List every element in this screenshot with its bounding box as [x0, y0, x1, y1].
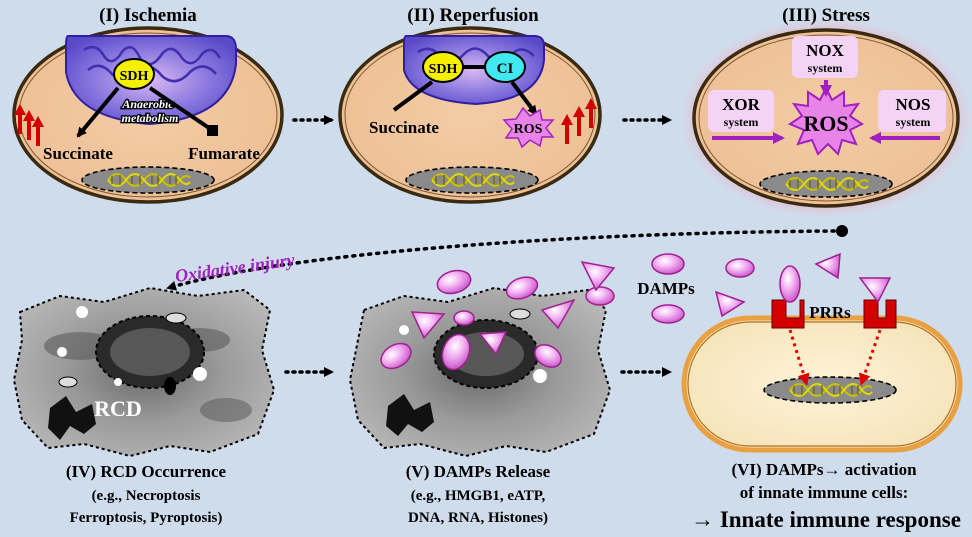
- sdh-label: SDH: [120, 69, 149, 84]
- dna-nucleus-stress: [759, 170, 893, 198]
- panel-damps-release: DAMPs (V) DAMPs Release (e.g., HMGB1, eA…: [348, 252, 841, 526]
- nos-sub: system: [896, 115, 931, 129]
- prr-receptor-left: [771, 299, 805, 329]
- damp-particle: [651, 304, 685, 324]
- arrow-sdh-to-succinate: [76, 86, 120, 138]
- panel-reperfusion: (II) Reperfusion SDH CI Succinate ROS: [338, 5, 602, 204]
- damp-particle: [585, 286, 615, 306]
- rcd-caption-line2: (e.g., Necroptosis: [92, 488, 201, 504]
- bound-damp-triangle: [858, 277, 892, 304]
- damp-particle: [505, 276, 539, 300]
- damp-triangle: [540, 298, 576, 330]
- ci-label: CI: [497, 61, 514, 77]
- signal-arrow-right: [858, 329, 882, 386]
- damp-particle: [534, 344, 562, 368]
- dna-nucleus-immune: [763, 376, 897, 404]
- immune-caption-line3: → Innate immune response: [691, 507, 961, 532]
- debris: [48, 396, 96, 440]
- sdh-enzyme: [113, 58, 155, 90]
- nos-label: NOS: [896, 95, 931, 114]
- panel-rcd: RCD (IV) RCD Occurrence (e.g., Necroptos…: [12, 286, 276, 526]
- damp-particle: [436, 269, 472, 295]
- damps-caption-line2: (e.g., HMGB1, eATP,: [411, 488, 546, 504]
- line-sdh-succinate: [392, 80, 434, 112]
- damps-label: DAMPs: [637, 279, 695, 298]
- damp-triangle: [714, 290, 746, 318]
- xor-box: [708, 90, 774, 132]
- succinate-label-reperfusion: Succinate: [369, 118, 439, 137]
- ros-burst-3: [787, 85, 864, 156]
- rcd-caption-line3: Ferroptosis, Pyroptosis): [70, 510, 223, 526]
- ros-label-3: ROS: [803, 111, 848, 136]
- nox-sub: system: [808, 61, 843, 75]
- metabolism-line1: Anaerobic: [121, 97, 174, 111]
- damp-particle: [725, 258, 755, 278]
- panel-title-ischemia: (I) Ischemia: [99, 5, 197, 26]
- rcd-caption-title: (IV) RCD Occurrence: [66, 462, 227, 481]
- signal-arrow-left: [788, 329, 810, 386]
- arrow-ci-to-ros: [510, 80, 538, 116]
- immune-caption-line2: of innate immune cells:: [740, 483, 909, 502]
- dna-nucleus-reperfusion: [405, 166, 539, 194]
- damp-triangle: [410, 311, 446, 340]
- nos-box: [878, 90, 946, 132]
- xor-sub: system: [724, 115, 759, 129]
- damps-caption-title: (V) DAMPs Release: [406, 462, 551, 481]
- arrow-sdh-to-fumarate: [148, 86, 214, 132]
- panel-stress: (III) Stress NOX system XOR system NOS s…: [680, 5, 972, 218]
- damp-particle: [453, 310, 475, 326]
- damp-triangle: [580, 260, 616, 292]
- prr-receptor-right: [863, 299, 897, 329]
- bound-damp: [779, 265, 801, 303]
- prrs-label: PRRs: [809, 303, 851, 322]
- damp-triangle: [478, 331, 508, 356]
- metabolism-line2: metabolism: [122, 111, 179, 125]
- panel-title-reperfusion: (II) Reperfusion: [407, 5, 539, 26]
- nox-box: [792, 36, 858, 78]
- damp-triangle: [814, 252, 841, 280]
- nox-label: NOX: [806, 41, 845, 60]
- rcd-label: RCD: [94, 396, 142, 421]
- succinate-label-ischemia: Succinate: [43, 144, 113, 163]
- damp-particle: [651, 253, 685, 275]
- damps-caption-line3: DNA, RNA, Histones): [408, 510, 548, 526]
- panel-ischemia: (I) Ischemia SDH Anaerobic metabolism Su…: [12, 5, 284, 204]
- fumarate-label: Fumarate: [188, 144, 260, 163]
- sdh-label-2: SDH: [429, 62, 458, 77]
- dotted-arrow-oxidative: [166, 229, 844, 291]
- xor-label: XOR: [722, 95, 761, 114]
- dna-nucleus-ischemia: [81, 166, 215, 194]
- ros-label-2: ROS: [514, 122, 543, 137]
- damp-particle: [441, 333, 471, 371]
- panel-immune-cell: PRRs (VI) DAMPs→ activation of innate im…: [681, 265, 963, 532]
- immune-caption-title: (VI) DAMPs→ activation: [731, 460, 917, 479]
- damp-particle: [380, 342, 412, 370]
- oxidative-injury-label: Oxidative injury: [174, 249, 297, 286]
- ros-burst-2: [502, 106, 555, 149]
